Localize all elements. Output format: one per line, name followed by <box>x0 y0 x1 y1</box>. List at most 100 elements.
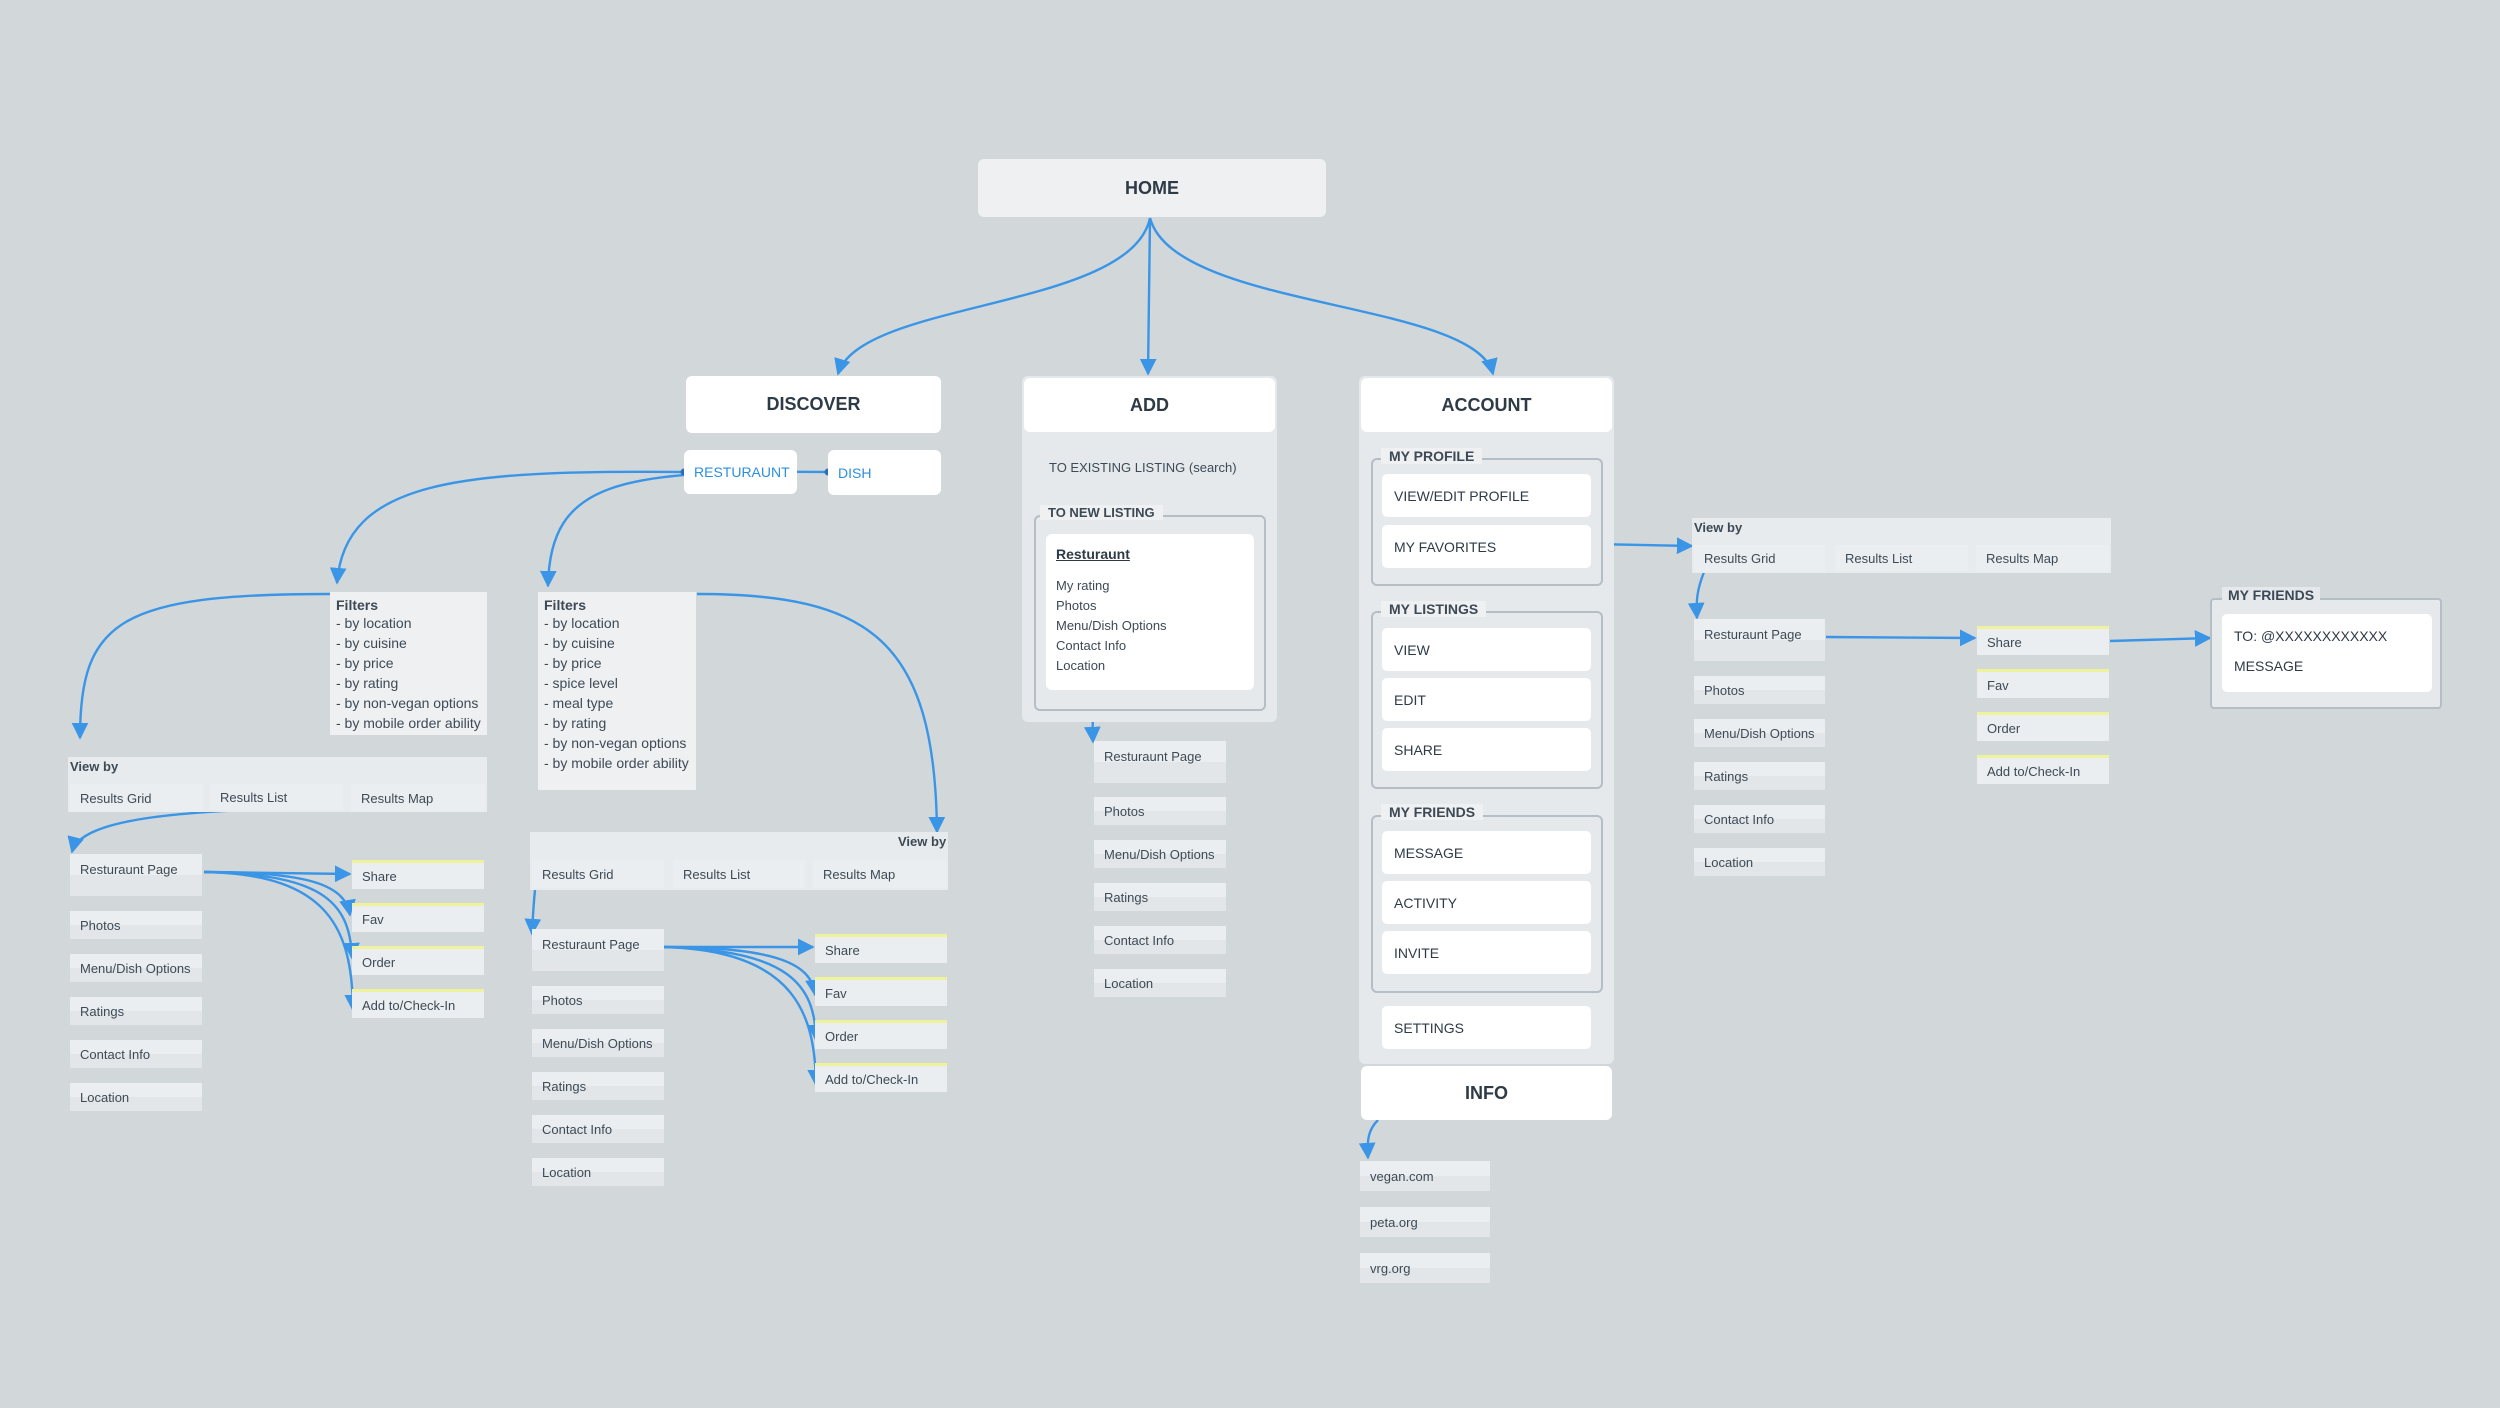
filter-item[interactable]: - by rating <box>544 715 607 731</box>
results-grid-option[interactable]: Results Grid <box>1694 545 1825 572</box>
restaurant-page-node[interactable]: Resturaunt Page <box>1094 741 1226 783</box>
order-action[interactable]: Order <box>815 1020 947 1049</box>
filter-item[interactable]: - by non-vegan options <box>544 735 687 751</box>
right-share-friends-arrow <box>2109 630 2212 647</box>
location-node[interactable]: Location <box>1094 969 1226 997</box>
results-list-option[interactable]: Results List <box>673 860 805 888</box>
fav-action[interactable]: Fav <box>815 977 947 1006</box>
contact-node[interactable]: Contact Info <box>1694 805 1825 833</box>
info-links-arrow <box>1358 1119 1379 1160</box>
share-action[interactable]: Share <box>352 860 484 889</box>
message-button[interactable]: MESSAGE <box>1382 831 1591 874</box>
checkin-action[interactable]: Add to/Check-In <box>352 989 484 1018</box>
restaurant-tab[interactable]: RESTURAUNT <box>684 450 797 494</box>
account-node[interactable]: ACCOUNT <box>1361 378 1612 432</box>
share-listing-button[interactable]: SHARE <box>1382 728 1591 771</box>
fav-action[interactable]: Fav <box>352 903 484 932</box>
menu-node[interactable]: Menu/Dish Options <box>532 1029 664 1057</box>
contact-node[interactable]: Contact Info <box>70 1040 202 1068</box>
photos-node[interactable]: Photos <box>532 986 664 1014</box>
my-favorites-button[interactable]: MY FAVORITES <box>1382 525 1591 568</box>
ratings-node[interactable]: Ratings <box>1094 883 1226 911</box>
restaurant-tab-label: RESTURAUNT <box>694 464 790 480</box>
filter-item[interactable]: - by non-vegan options <box>336 695 479 711</box>
menu-node[interactable]: Menu/Dish Options <box>70 954 202 982</box>
my-listings-group <box>1371 611 1603 789</box>
filter-item[interactable]: - spice level <box>544 675 618 691</box>
location-label: Location <box>1704 854 1754 870</box>
location-node[interactable]: Location <box>532 1158 664 1186</box>
add-node[interactable]: ADD <box>1024 378 1275 432</box>
activity-button[interactable]: ACTIVITY <box>1382 881 1591 924</box>
filter-item[interactable]: - by price <box>544 655 602 671</box>
ratings-node[interactable]: Ratings <box>532 1072 664 1100</box>
fav-action[interactable]: Fav <box>1977 669 2109 698</box>
new-listing-card[interactable]: Resturaunt My rating Photos Menu/Dish Op… <box>1046 534 1254 690</box>
share-action[interactable]: Share <box>1977 626 2109 655</box>
info-link[interactable]: vrg.org <box>1360 1253 1490 1283</box>
message-field[interactable]: MESSAGE <box>2234 658 2304 674</box>
card-item: Location <box>1056 658 1106 673</box>
ratings-node[interactable]: Ratings <box>70 997 202 1025</box>
filter-item[interactable]: - by rating <box>336 675 399 691</box>
results-grid-label: Results Grid <box>542 866 614 882</box>
share-action[interactable]: Share <box>815 934 947 963</box>
filter-item[interactable]: - meal type <box>544 695 614 711</box>
info-link[interactable]: peta.org <box>1360 1207 1490 1237</box>
restaurant-page-label: Resturaunt Page <box>1704 627 1802 642</box>
invite-button[interactable]: INVITE <box>1382 931 1591 974</box>
edit-listing-button[interactable]: EDIT <box>1382 678 1591 721</box>
restaurant-page-node[interactable]: Resturaunt Page <box>1694 619 1825 661</box>
ratings-label: Ratings <box>1104 889 1149 905</box>
home-node[interactable]: HOME <box>978 159 1326 217</box>
photos-node[interactable]: Photos <box>70 911 202 939</box>
filter-item[interactable]: - by location <box>544 615 620 631</box>
results-map-option[interactable]: Results Map <box>813 860 947 888</box>
settings-button[interactable]: SETTINGS <box>1382 1006 1591 1049</box>
contact-node[interactable]: Contact Info <box>532 1115 664 1143</box>
contact-label: Contact Info <box>1104 932 1175 948</box>
results-grid-option[interactable]: Results Grid <box>70 784 203 812</box>
view-listing-button[interactable]: VIEW <box>1382 628 1591 671</box>
restaurant-page-node[interactable]: Resturaunt Page <box>70 854 202 896</box>
info-node[interactable]: INFO <box>1361 1066 1612 1120</box>
menu-node[interactable]: Menu/Dish Options <box>1094 840 1226 868</box>
order-label: Order <box>825 1028 859 1044</box>
location-node[interactable]: Location <box>70 1083 202 1111</box>
photos-node[interactable]: Photos <box>1694 676 1825 704</box>
filter-item[interactable]: - by price <box>336 655 394 671</box>
add-title: ADD <box>1130 394 1169 415</box>
results-map-option[interactable]: Results Map <box>1976 545 2109 572</box>
results-list-option[interactable]: Results List <box>210 784 343 810</box>
map-restaurant-arrow-a <box>67 806 361 854</box>
discover-node[interactable]: DISCOVER <box>686 376 941 433</box>
invite-label: INVITE <box>1394 944 1440 961</box>
info-link[interactable]: vegan.com <box>1360 1161 1490 1191</box>
dish-tab[interactable]: DISH <box>828 450 941 495</box>
filter-item[interactable]: - by mobile order ability <box>544 755 689 771</box>
recipient-field[interactable]: TO: @XXXXXXXXXXXX <box>2234 628 2388 644</box>
results-grid-option[interactable]: Results Grid <box>532 860 664 888</box>
card-item: My rating <box>1056 578 1110 593</box>
checkin-action[interactable]: Add to/Check-In <box>1977 755 2109 784</box>
filter-item[interactable]: - by cuisine <box>336 635 407 651</box>
order-action[interactable]: Order <box>352 946 484 975</box>
filter-item[interactable]: - by mobile order ability <box>336 715 481 731</box>
view-edit-profile-button[interactable]: VIEW/EDIT PROFILE <box>1382 474 1591 517</box>
contact-node[interactable]: Contact Info <box>1094 926 1226 954</box>
results-map-option[interactable]: Results Map <box>351 784 485 812</box>
order-action[interactable]: Order <box>1977 712 2109 741</box>
fav-label: Fav <box>825 985 847 1001</box>
friends-message-card[interactable]: TO: @XXXXXXXXXXXX MESSAGE <box>2222 614 2432 692</box>
menu-node[interactable]: Menu/Dish Options <box>1694 719 1825 747</box>
existing-listing-option[interactable]: TO EXISTING LISTING (search) <box>1049 460 1237 475</box>
checkin-action[interactable]: Add to/Check-In <box>815 1063 947 1092</box>
ratings-node[interactable]: Ratings <box>1694 762 1825 790</box>
location-node[interactable]: Location <box>1694 848 1825 876</box>
photos-node[interactable]: Photos <box>1094 797 1226 825</box>
results-list-option[interactable]: Results List <box>1835 545 1968 571</box>
filter-item[interactable]: - by cuisine <box>544 635 615 651</box>
restaurant-page-node[interactable]: Resturaunt Page <box>532 929 664 971</box>
checkin-label: Add to/Check-In <box>362 997 456 1013</box>
filter-item[interactable]: - by location <box>336 615 412 631</box>
